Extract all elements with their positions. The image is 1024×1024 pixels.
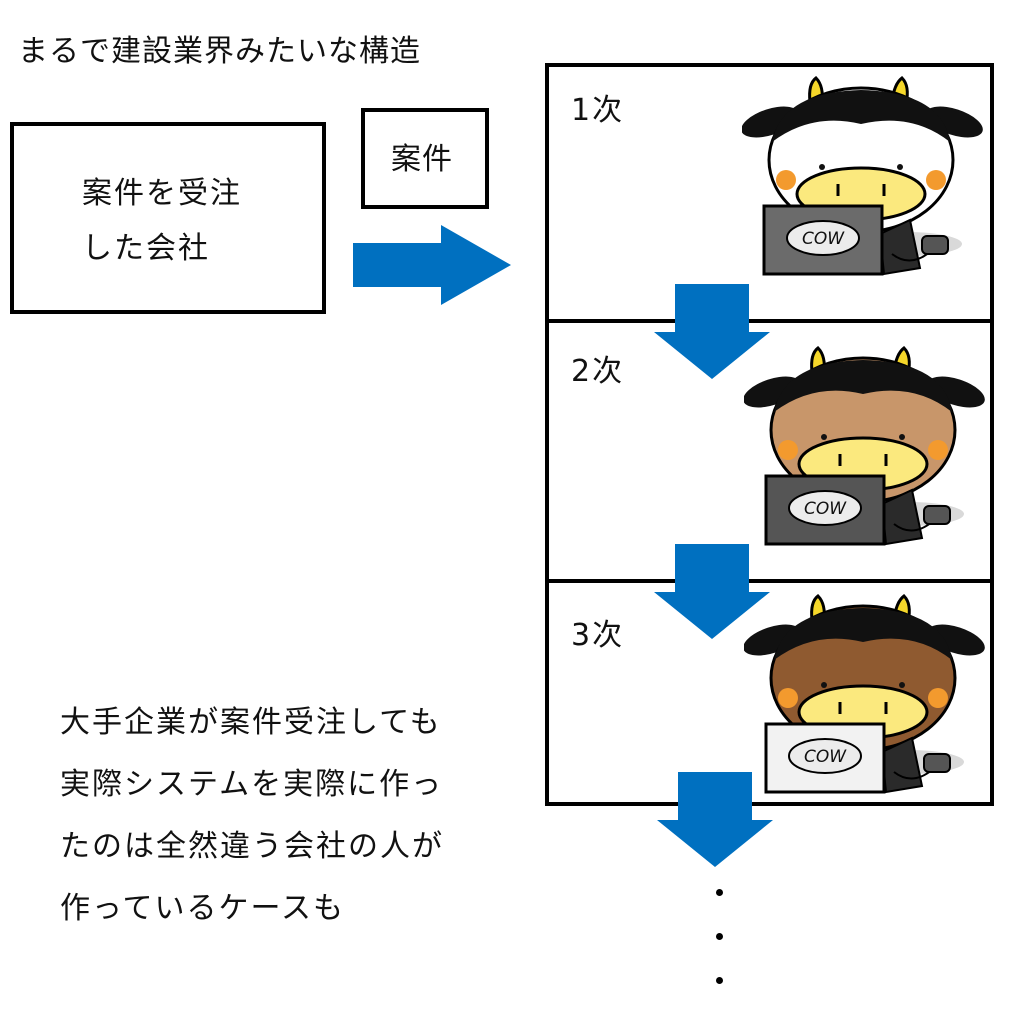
client-company-line2: した会社 (82, 231, 210, 266)
tier-3-label: 3次 (571, 618, 625, 653)
tier-1-cow-illustration: COW (741, 72, 987, 286)
tier-3-box (545, 579, 994, 806)
down-arrow-icon-3 (657, 772, 773, 867)
down-arrow-icon-2 (654, 544, 770, 639)
case-label: 案件 (391, 142, 453, 177)
tier-1-label: 1次 (571, 93, 625, 128)
continuation-dot (716, 933, 723, 940)
case-box (361, 108, 489, 209)
laptop-label: COW (804, 747, 847, 767)
laptop-label: COW (802, 229, 845, 249)
note-line-2: 実際システムを実際に作っ (60, 767, 444, 802)
client-company-box (10, 122, 326, 314)
continuation-dot (716, 977, 723, 984)
laptop-label: COW (804, 499, 847, 519)
continuation-dot (716, 889, 723, 896)
cow-at-laptop-icon: COW (743, 346, 985, 546)
client-company-label: 案件を受注 した会社 (82, 166, 242, 276)
explanation-note: 大手企業が案件受注しても 実際システムを実際に作っ たのは全然違う会社の人が 作… (60, 692, 444, 940)
note-line-4: 作っているケースも (60, 891, 345, 926)
down-arrow-icon-1 (654, 284, 770, 379)
right-arrow-icon (353, 225, 511, 305)
tier-2-cow-illustration: COW (743, 342, 989, 556)
tier-2-label: 2次 (571, 354, 625, 389)
tier-3-cow-illustration: COW (743, 590, 989, 804)
cow-at-laptop-icon: COW (743, 594, 985, 794)
cow-at-laptop-icon: COW (741, 76, 983, 276)
note-line-3: たのは全然違う会社の人が (60, 829, 444, 864)
note-line-1: 大手企業が案件受注しても (60, 705, 442, 740)
page-title: まるで建設業界みたいな構造 (18, 34, 421, 69)
client-company-line1: 案件を受注 (82, 176, 242, 211)
